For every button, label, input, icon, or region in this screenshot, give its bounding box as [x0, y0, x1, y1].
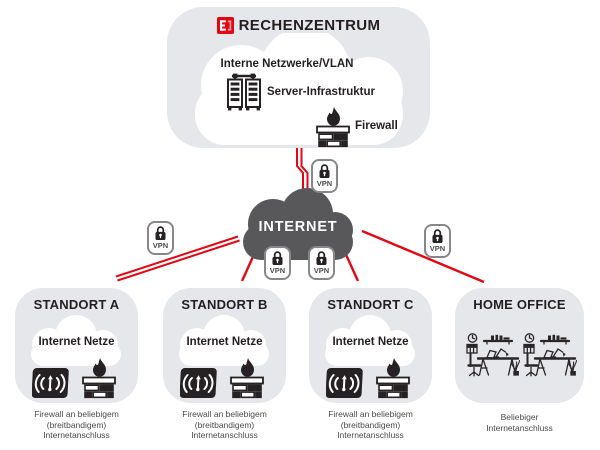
site-box-standort-a: STANDORT A Internet Netze: [15, 288, 138, 403]
site-caption: Firewall an beliebigem (breitbandigem) I…: [309, 409, 432, 441]
site-caption: Beliebiger Internetanschluss: [455, 412, 584, 433]
firewall-icon: [81, 357, 117, 399]
caption-line: Internetanschluss: [486, 422, 553, 433]
padlock-icon: [315, 250, 328, 266]
vlan-label: Interne Netzwerke/VLAN: [220, 58, 354, 70]
padlock-icon: [431, 228, 444, 244]
caption-line: Firewall an beliebigem: [328, 409, 413, 419]
caption-line: Firewall an beliebigem: [182, 409, 267, 419]
vpn-badge-label: VPN: [429, 244, 446, 253]
vpn-badge: VPN: [308, 246, 335, 280]
site-cloud-label: Internet Netze: [186, 336, 263, 348]
caption-line: Beliebiger: [500, 412, 539, 422]
datacenter-title-label: RECHENZENTRUM: [238, 17, 381, 34]
caption-line: Firewall an beliebigem: [34, 409, 119, 419]
desk-workstation-icon: [522, 332, 578, 378]
vpn-badge-label: VPN: [316, 179, 333, 188]
site-title: HOME OFFICE: [473, 297, 566, 312]
firewall-icon: [229, 357, 265, 399]
vpn-badge-label: VPN: [313, 266, 330, 275]
firewall-label: Firewall: [355, 120, 398, 132]
site-title: STANDORT A: [33, 297, 120, 312]
vpn-badge: VPN: [147, 221, 174, 255]
site-cloud-label: Internet Netze: [38, 336, 115, 348]
caption-line: (breitbandigem): [340, 419, 401, 430]
vpn-badge: VPN: [311, 159, 338, 193]
vpn-badge-label: VPN: [152, 241, 169, 250]
site-box-standort-b: STANDORT B Internet Netze: [163, 288, 286, 403]
rechenzentrum-box: RECHENZENTRUM Interne Netzwerke/VLAN Ser…: [167, 7, 430, 148]
site-cloud-label: Internet Netze: [332, 336, 409, 348]
padlock-icon: [154, 225, 167, 241]
company-logo-icon: [216, 17, 234, 34]
site-caption: Firewall an beliebigem (breitbandigem) I…: [15, 409, 138, 441]
desk-workstation-icon: [465, 332, 521, 378]
caption-line: (breitbandigem): [46, 419, 107, 430]
wifi-router-icon: [180, 367, 218, 399]
wifi-router-icon: [32, 367, 70, 399]
firewall-icon: [315, 106, 351, 148]
server-label: Server-Infrastruktur: [267, 86, 376, 98]
caption-line: (breitbandigem): [194, 419, 255, 430]
site-box-home-office: HOME OFFICE: [455, 288, 584, 403]
firewall-icon: [375, 357, 411, 399]
vpn-badge-label: VPN: [269, 266, 286, 275]
site-title: STANDORT B: [181, 297, 268, 312]
caption-line: Internetanschluss: [43, 430, 110, 440]
caption-line: Internetanschluss: [337, 430, 404, 440]
wifi-router-icon: [326, 367, 364, 399]
caption-line: Internetanschluss: [191, 430, 258, 440]
site-title: STANDORT C: [327, 297, 414, 312]
vpn-badge: VPN: [424, 224, 451, 258]
padlock-icon: [271, 250, 284, 266]
vpn-badge: VPN: [264, 246, 291, 280]
internet-label: INTERNET: [258, 219, 338, 235]
site-box-standort-c: STANDORT C Internet Netze: [309, 288, 432, 403]
datacenter-title: RECHENZENTRUM: [167, 17, 430, 34]
server-rack-icon: [225, 71, 263, 111]
padlock-icon: [318, 163, 331, 179]
site-caption: Firewall an beliebigem (breitbandigem) I…: [163, 409, 286, 441]
